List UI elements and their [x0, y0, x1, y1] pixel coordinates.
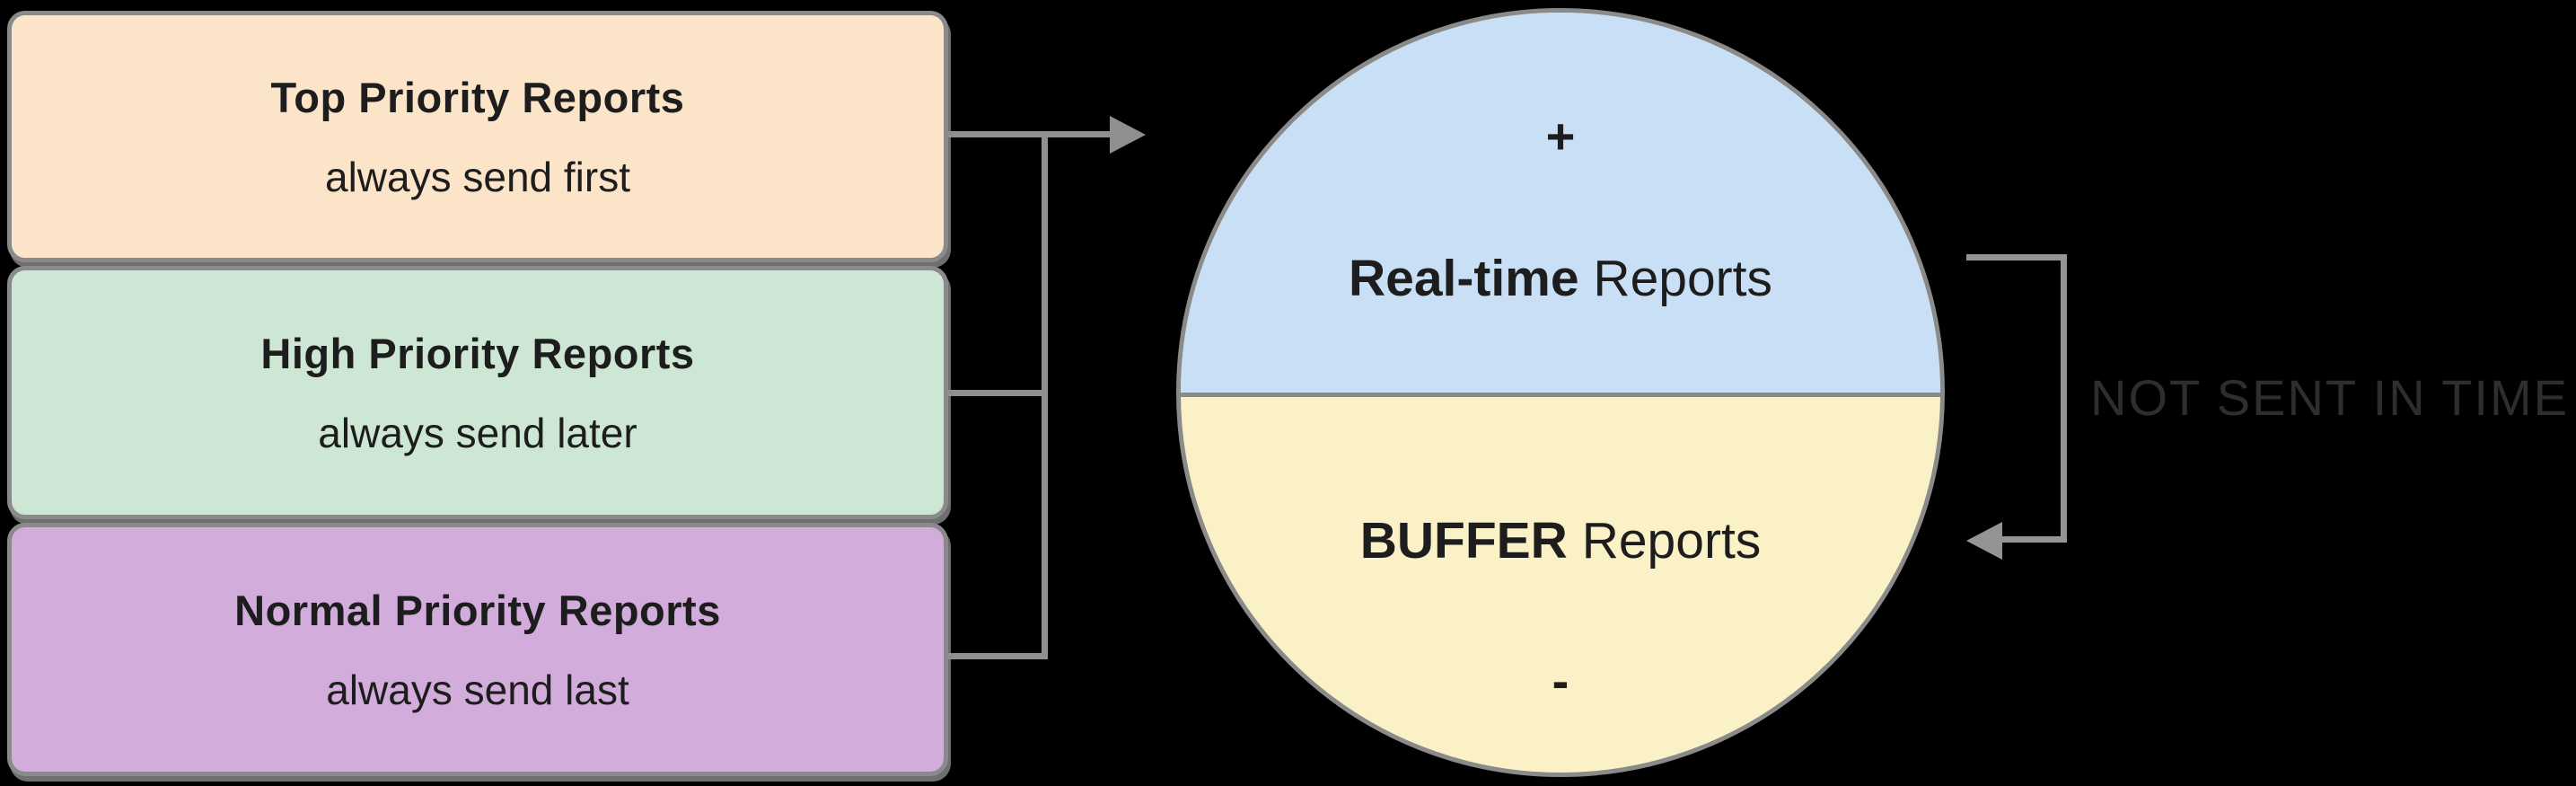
- normal-priority-box: Normal Priority Reports always send last: [7, 523, 948, 776]
- loopback-bottom-line: [2001, 536, 2067, 543]
- buffer-reports-label: BUFFER Reports: [1181, 510, 1940, 571]
- normal-box-connector-line: [948, 653, 1048, 659]
- top-priority-subtitle: always send first: [324, 153, 630, 200]
- collector-vertical-line: [1042, 131, 1048, 659]
- top-priority-box: Top Priority Reports always send first: [7, 11, 948, 262]
- loopback-top-line: [1966, 254, 2067, 261]
- high-priority-title: High Priority Reports: [260, 329, 695, 377]
- realtime-label-bold: Real-time: [1348, 250, 1579, 307]
- circle-divider-line: [1181, 393, 1940, 397]
- high-priority-box: High Priority Reports always send later: [7, 266, 948, 519]
- reports-circle: + Real-time Reports BUFFER Reports -: [1176, 8, 1945, 777]
- top-priority-title: Top Priority Reports: [270, 73, 685, 121]
- realtime-label-rest: Reports: [1578, 250, 1772, 307]
- realtime-half: [1181, 13, 1940, 393]
- buffer-label-bold: BUFFER: [1359, 512, 1568, 570]
- arrow-right-icon: [1110, 116, 1146, 154]
- plus-sign: +: [1545, 108, 1576, 164]
- buffer-label-rest: Reports: [1567, 512, 1762, 570]
- loopback-vertical-line: [2061, 254, 2067, 543]
- realtime-reports-label: Real-time Reports: [1181, 248, 1940, 309]
- top-box-connector-line: [948, 131, 1110, 137]
- minus-sign: -: [1552, 652, 1569, 709]
- high-box-connector-line: [948, 390, 1048, 396]
- normal-priority-subtitle: always send last: [326, 666, 629, 713]
- high-priority-subtitle: always send later: [318, 409, 637, 456]
- arrow-left-icon: [1966, 522, 2002, 560]
- normal-priority-title: Normal Priority Reports: [234, 586, 721, 634]
- not-sent-in-time-label: NOT SENT IN TIME: [2090, 369, 2569, 426]
